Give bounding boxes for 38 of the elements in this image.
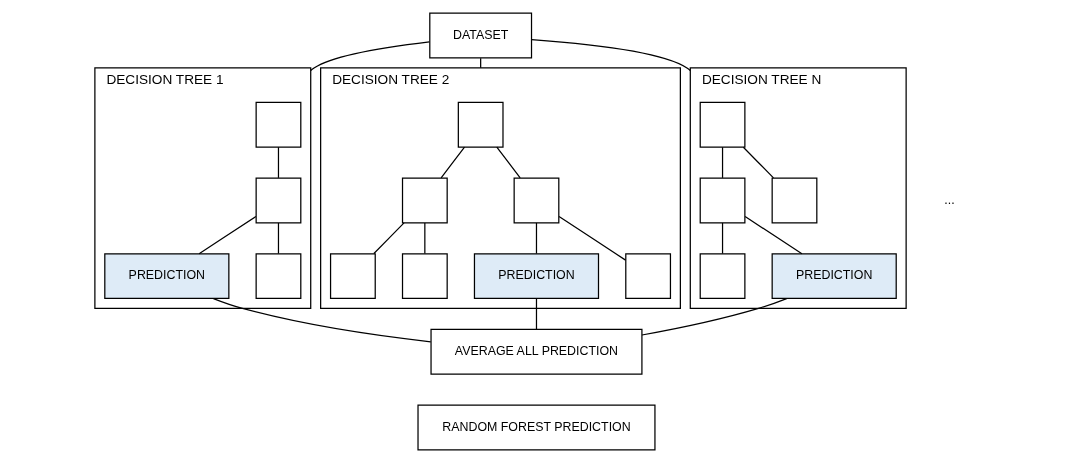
node-box (699, 253, 745, 300)
connector (277, 146, 279, 179)
node-box (401, 177, 448, 224)
node-box: PREDICTION (473, 253, 599, 300)
node-box: RANDOM FOREST PREDICTION (416, 404, 656, 451)
connector (198, 215, 256, 255)
node-box (771, 177, 817, 224)
node-box (457, 101, 504, 148)
connector (640, 297, 787, 336)
node-box (513, 177, 559, 224)
connector (277, 222, 279, 255)
node-box (699, 101, 745, 148)
connector (212, 297, 431, 343)
node-box: PREDICTION (771, 253, 897, 300)
node-box (255, 177, 301, 224)
connector (530, 39, 691, 72)
node-box: AVERAGE ALL PREDICTION (429, 328, 643, 375)
connector (309, 41, 430, 72)
node-box: PREDICTION (103, 253, 229, 300)
connector (742, 146, 774, 179)
node-box (699, 177, 745, 224)
connector (535, 297, 537, 330)
connector (721, 146, 723, 179)
connector (440, 146, 465, 179)
connector (557, 215, 626, 261)
connector (721, 222, 723, 255)
connector (372, 222, 405, 255)
connector (535, 222, 537, 255)
label: ... (943, 192, 955, 207)
node-box (401, 253, 448, 300)
node-box (329, 253, 376, 300)
connector (744, 215, 802, 255)
node-box: DATASET (428, 12, 532, 59)
connector (423, 222, 425, 255)
node-box (624, 253, 671, 300)
node-box (255, 253, 301, 300)
node-box (255, 101, 301, 148)
connector (495, 146, 521, 179)
